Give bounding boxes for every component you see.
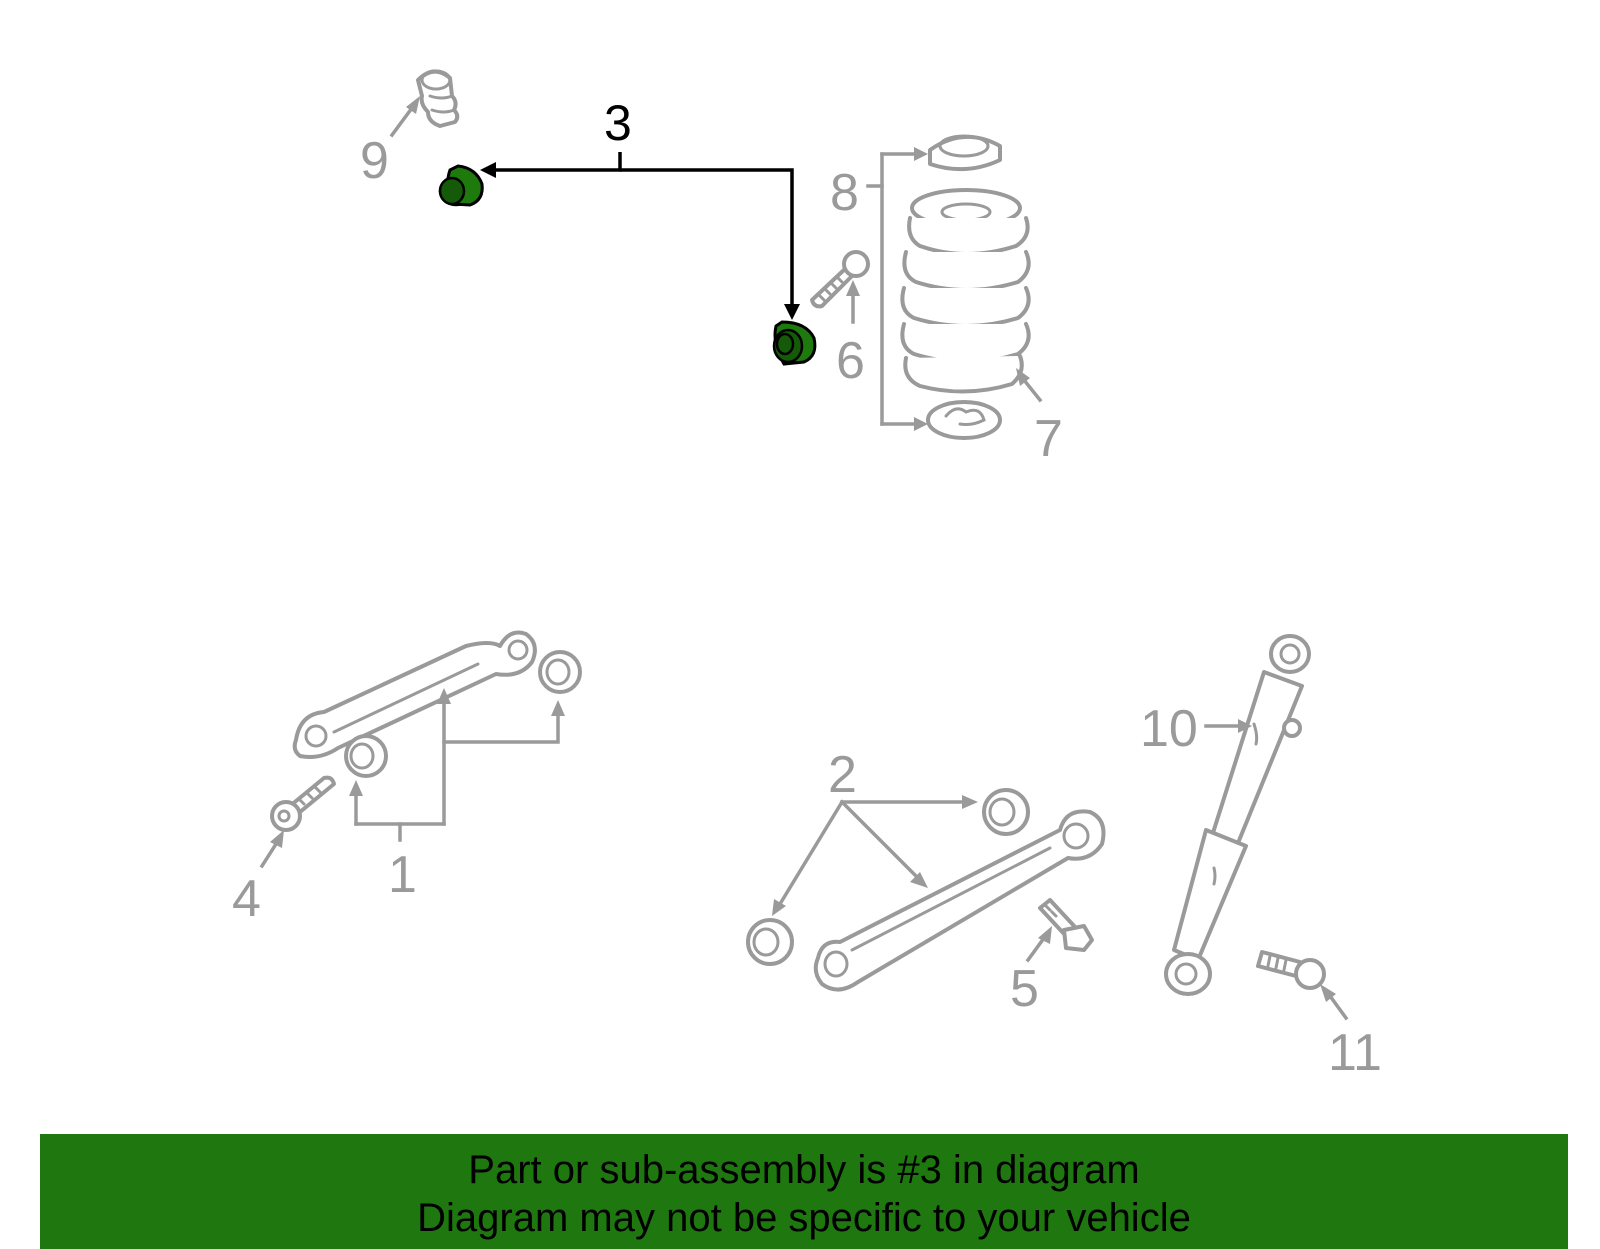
callout-2: 2 [828, 746, 857, 804]
callout-5: 5 [1010, 960, 1039, 1018]
leader-7 [1016, 368, 1043, 403]
banner-line-disclaimer: Diagram may not be specific to your vehi… [417, 1196, 1191, 1240]
part-2-lower-control-arm[interactable] [813, 809, 1106, 992]
callout-4: 4 [232, 870, 261, 928]
part-7-coil-spring[interactable] [900, 188, 1031, 394]
part-3-bushing-upper[interactable] [438, 164, 484, 207]
leader-10 [1204, 719, 1252, 733]
part-5-bolt[interactable] [1038, 898, 1094, 952]
part-1-upper-control-arm[interactable] [292, 630, 537, 759]
leader-3 [480, 152, 800, 320]
part-4-bolt[interactable] [270, 775, 336, 832]
leader-9 [389, 96, 420, 138]
callout-7: 7 [1034, 410, 1063, 468]
leader-2 [772, 795, 978, 916]
leader-8 [866, 147, 928, 431]
part-1-bushing-left[interactable] [344, 734, 388, 778]
callout-9: 9 [360, 132, 389, 190]
callout-11: 11 [1328, 1024, 1382, 1082]
info-banner: Part or sub-assembly is #3 in diagram Di… [40, 1134, 1568, 1249]
part-1-bushing-right[interactable] [538, 650, 582, 694]
part-8-upper-insulator[interactable] [928, 134, 1002, 172]
banner-line-part: Part or sub-assembly is #3 in diagram [468, 1148, 1140, 1192]
part-11-bolt[interactable] [1256, 950, 1326, 990]
part-6-bolt[interactable] [810, 250, 870, 309]
leader-11 [1320, 984, 1349, 1021]
leader-5 [1025, 926, 1052, 963]
callout-6: 6 [836, 332, 865, 390]
callout-8: 8 [830, 164, 859, 222]
part-3-bushing-lower[interactable] [772, 320, 817, 366]
callout-1: 1 [388, 846, 417, 904]
leader-1 [349, 688, 565, 842]
part-8-lower-insulator[interactable] [926, 400, 1002, 440]
leader-6 [846, 280, 860, 324]
callout-10: 10 [1140, 700, 1198, 758]
part-9-bump-stop[interactable] [416, 69, 460, 128]
callout-3: 3 [604, 95, 632, 151]
part-10-shock-absorber[interactable] [1164, 634, 1311, 996]
part-2-bushing-upper[interactable] [982, 788, 1030, 836]
leader-4 [259, 830, 284, 869]
part-2-bushing-lower[interactable] [746, 918, 794, 966]
